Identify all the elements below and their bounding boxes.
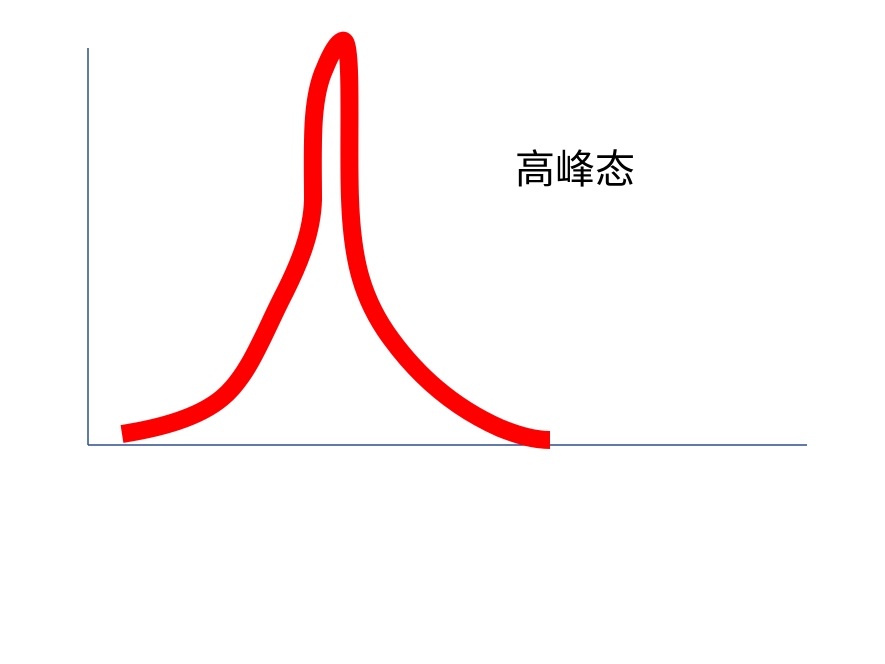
kurtosis-label: 高峰态	[515, 147, 635, 193]
peaked-distribution-curve	[120, 31, 551, 449]
